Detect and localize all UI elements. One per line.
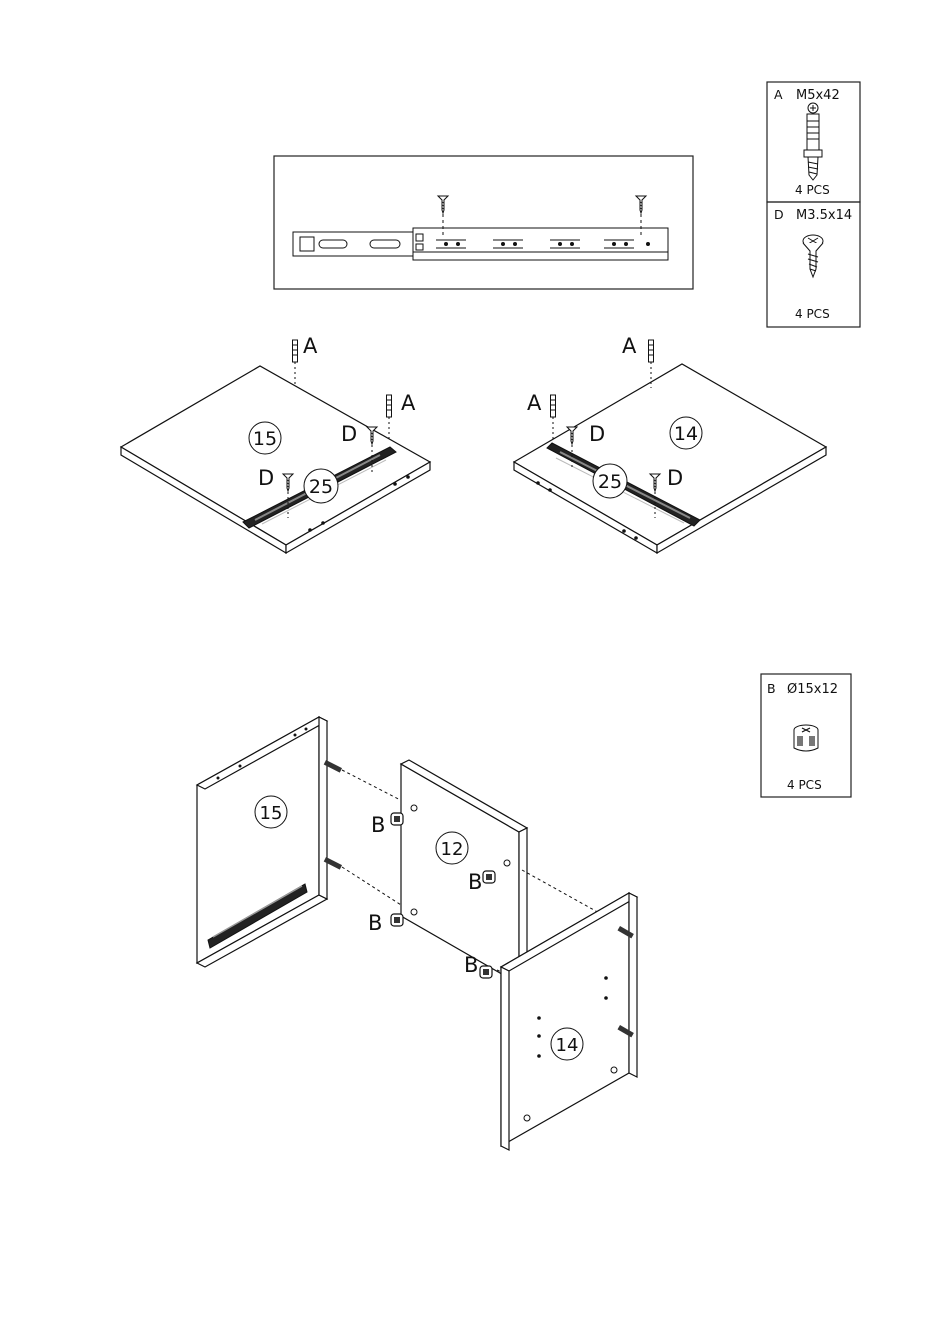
- panel-14-with-runner: A A D D 14 25: [514, 334, 826, 553]
- hardware-label-a: A: [401, 391, 416, 415]
- panel-15: 15: [197, 717, 327, 967]
- part-number: 25: [309, 476, 333, 498]
- hardware-spec: M5x42: [796, 88, 840, 103]
- hardware-qty: 4 PCS: [795, 183, 830, 197]
- hardware-label-d: D: [258, 466, 274, 490]
- hardware-box-a: A M5x42 4 PCS: [767, 82, 860, 202]
- part-number: 15: [260, 803, 283, 824]
- hardware-label-a: A: [527, 391, 542, 415]
- cam-lock-icon: [794, 725, 818, 751]
- hardware-box-d: D M3.5x14 4 PCS: [767, 202, 860, 327]
- hardware-code: B: [767, 681, 776, 696]
- drawer-runner-detail: [274, 156, 693, 289]
- hardware-label-b: B: [371, 813, 385, 837]
- panel-15-with-runner: A A D D 15 25: [121, 334, 430, 553]
- screw-icon: [803, 235, 823, 277]
- hardware-spec: Ø15x12: [787, 682, 838, 697]
- hardware-label-b: B: [468, 870, 482, 894]
- part-number: 25: [598, 471, 622, 493]
- part-number: 15: [253, 428, 277, 450]
- hardware-box-b: B Ø15x12 4 PCS: [761, 674, 851, 797]
- hardware-spec: M3.5x14: [796, 208, 852, 223]
- part-number: 14: [556, 1035, 579, 1056]
- hardware-label-d: D: [667, 466, 683, 490]
- hardware-label-a: A: [303, 334, 318, 358]
- part-number: 14: [674, 423, 698, 445]
- hardware-label-d: D: [589, 422, 605, 446]
- hardware-label-d: D: [341, 422, 357, 446]
- hardware-code: D: [774, 207, 784, 222]
- hardware-code: A: [774, 87, 783, 102]
- hardware-label-b: B: [464, 953, 478, 977]
- hardware-label-b: B: [368, 911, 382, 935]
- cam-dowel-icon: [804, 103, 822, 180]
- hardware-label-a: A: [622, 334, 637, 358]
- panel-12: 12: [401, 760, 527, 984]
- hardware-qty: 4 PCS: [787, 778, 822, 792]
- hardware-qty: 4 PCS: [795, 307, 830, 321]
- part-number: 12: [441, 839, 464, 860]
